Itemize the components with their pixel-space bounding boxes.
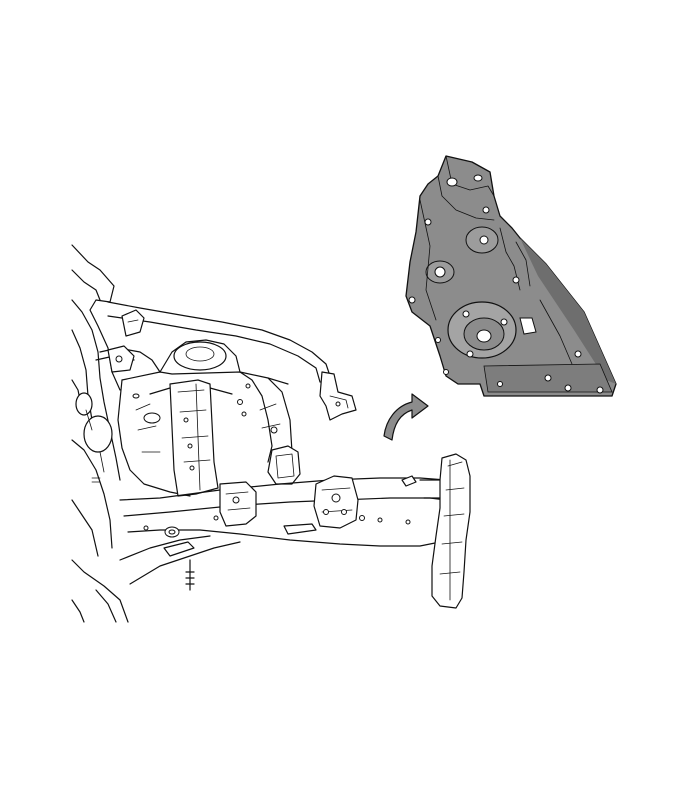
- vehicle-body-structure: [71, 244, 471, 623]
- front-upright: [419, 453, 471, 609]
- inner-panel: [259, 377, 301, 485]
- cross-member: [119, 475, 447, 591]
- upper-rail: [95, 301, 357, 421]
- curved-install-arrow-icon: [383, 393, 429, 441]
- strut-tower: [117, 339, 289, 497]
- replacement-part-panel: [405, 155, 617, 397]
- left-fender-area: [71, 244, 129, 623]
